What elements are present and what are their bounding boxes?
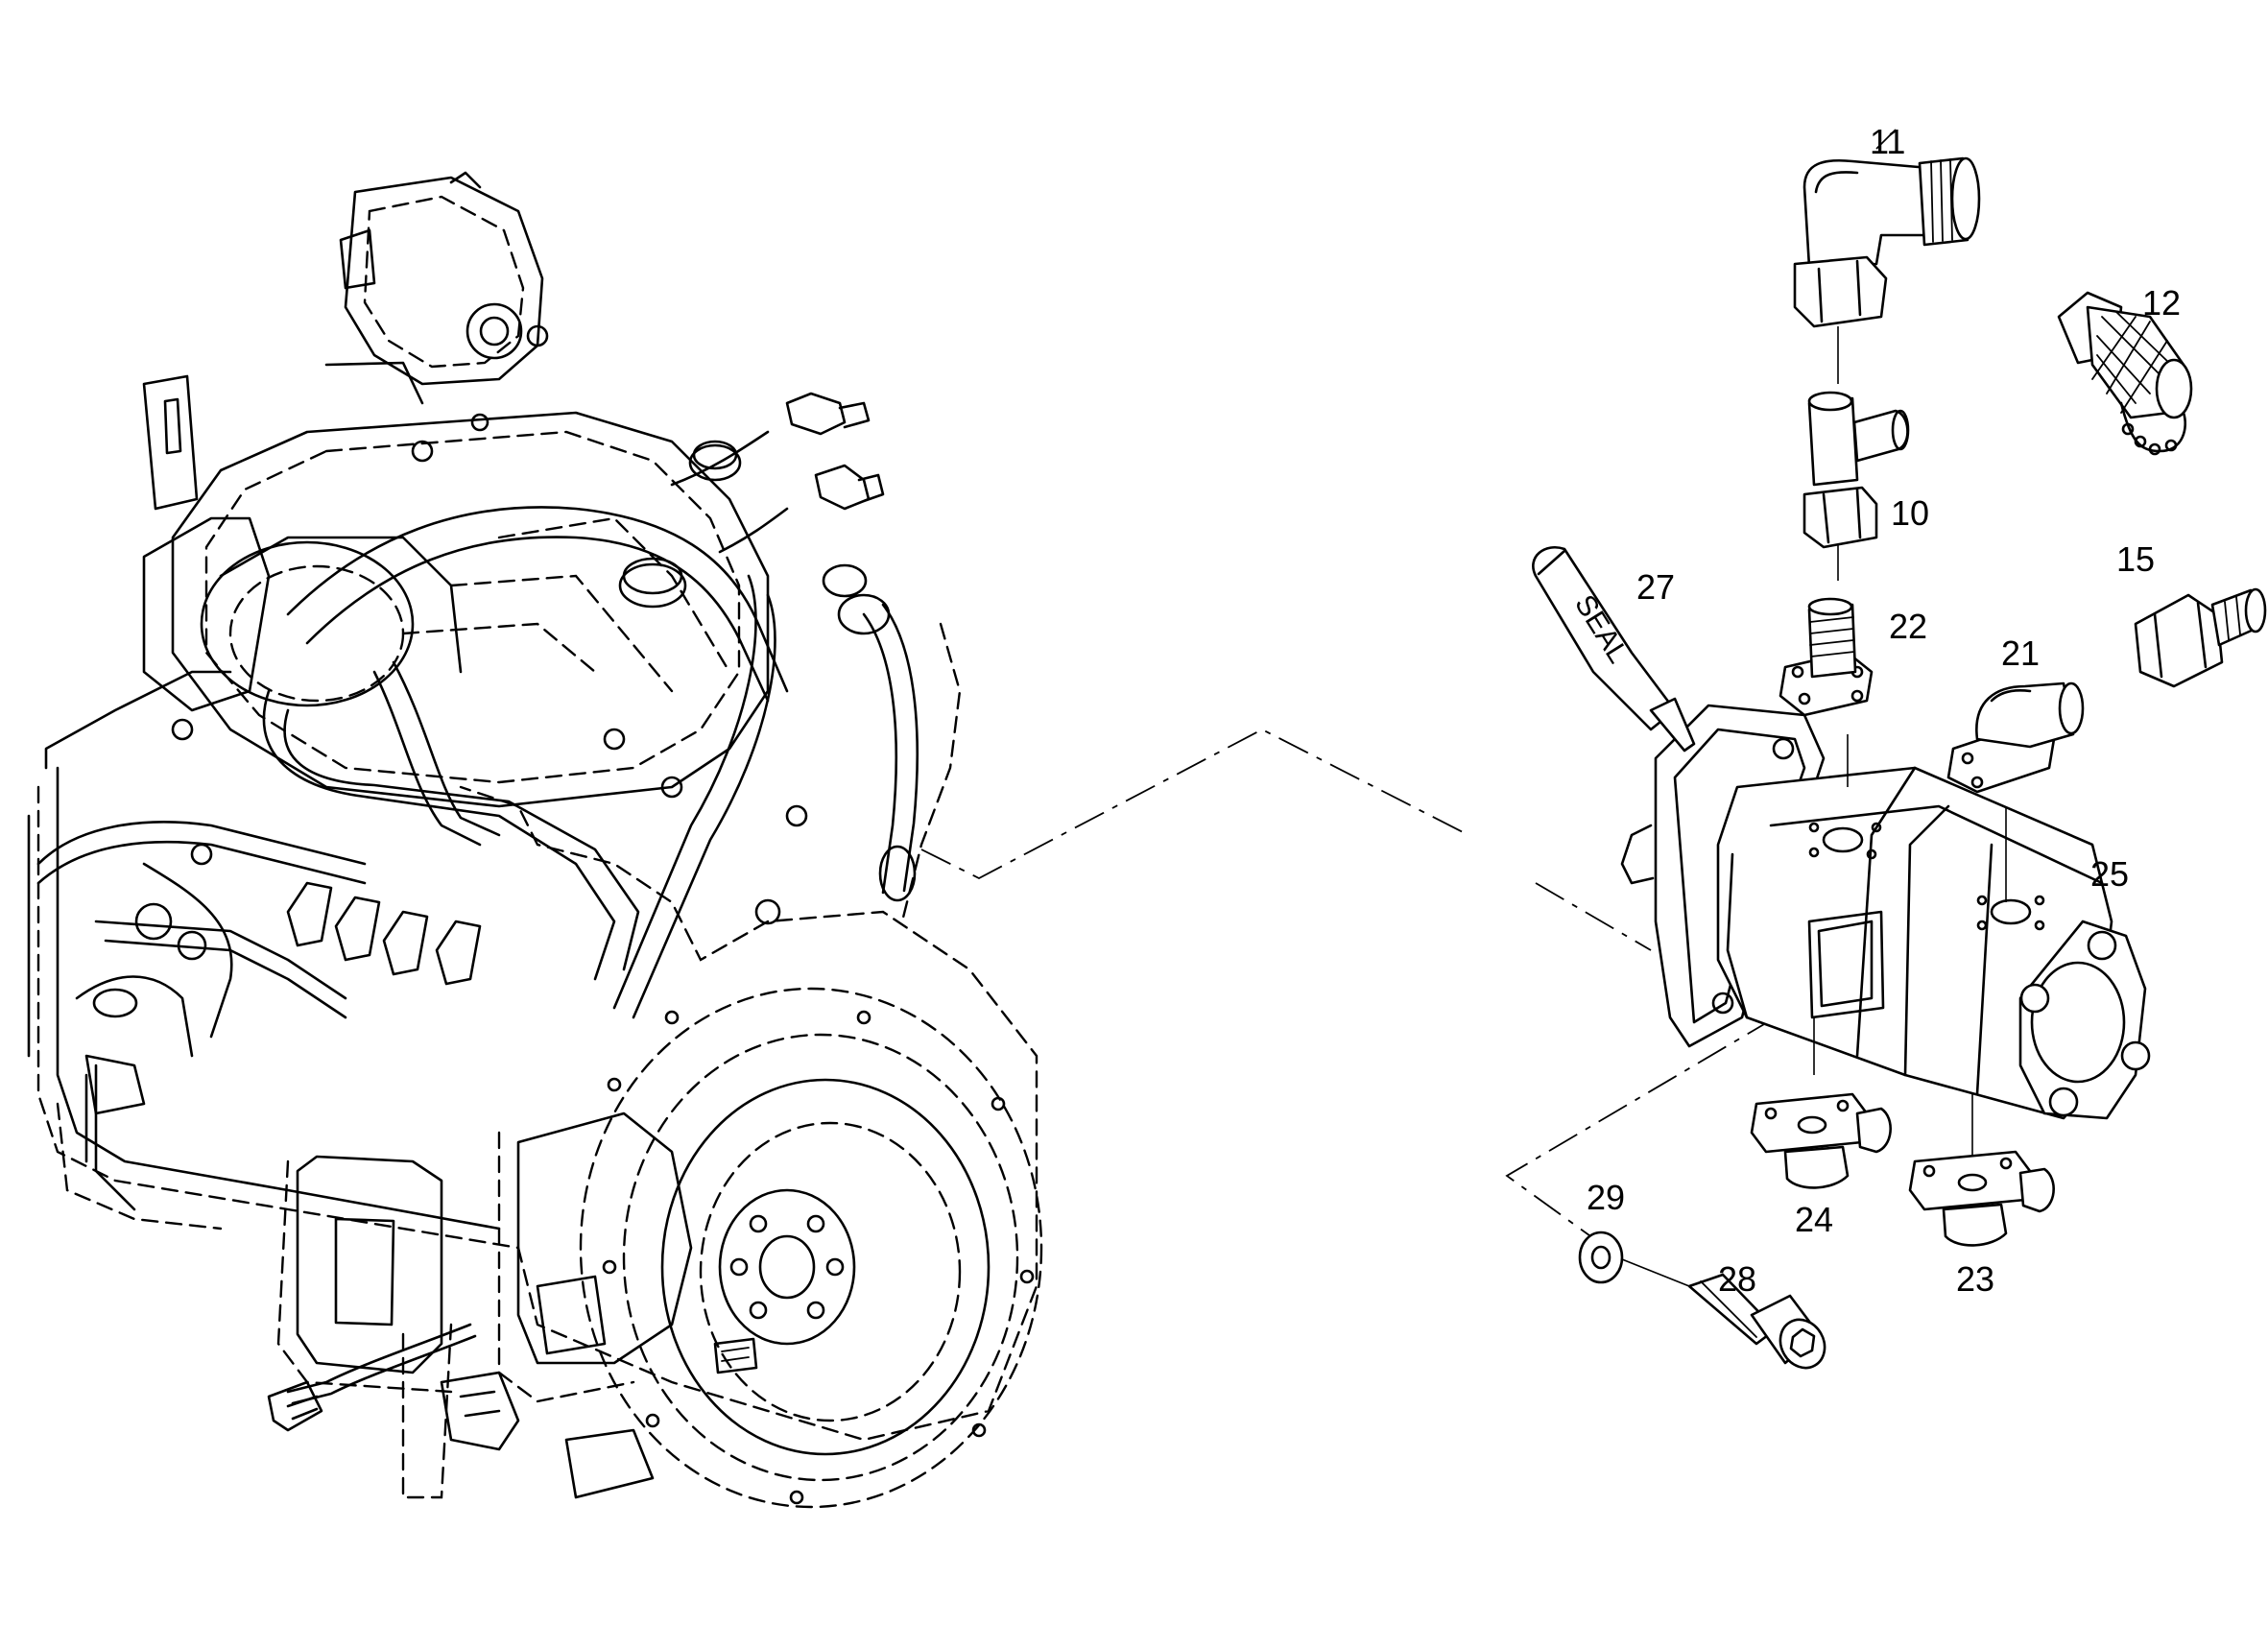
callout-22: 22: [1889, 607, 1927, 646]
cap-screw-28: [1687, 1273, 1826, 1370]
callout-21: 21: [2001, 633, 2040, 673]
callout-11: 11: [1870, 122, 1905, 161]
callout-24: 24: [1795, 1200, 1833, 1239]
callout-28: 28: [1718, 1259, 1756, 1299]
callout-29: 29: [1587, 1178, 1625, 1217]
hydraulic-pump-25: [1620, 704, 2151, 1157]
part-callouts: 11 12 10 15 27 22 21 25 29 24 28 23: [1587, 122, 2181, 1299]
callout-25: 25: [2090, 854, 2129, 894]
engine-assembly: [27, 171, 1043, 1509]
quick-coupler-12: [2057, 291, 2193, 456]
tee-fitting-10: [1802, 326, 1910, 549]
callout-15: 15: [2116, 539, 2155, 579]
elbow-fitting-11: [1793, 129, 1981, 328]
flange-port-24: [1750, 1092, 1892, 1189]
adapter-fitting-15: [2134, 587, 2267, 688]
flange-fitting-22: [1779, 538, 1874, 717]
washer-29: [1578, 1231, 1690, 1287]
callout-10: 10: [1891, 493, 1929, 533]
callout-12: 12: [2142, 283, 2181, 323]
callout-23: 23: [1956, 1259, 1994, 1299]
flange-port-23: [1908, 1150, 2055, 1247]
elbow-flange-21: [1946, 681, 2085, 794]
assembly-leader-lines: [920, 728, 1777, 1239]
callout-27: 27: [1636, 567, 1675, 607]
